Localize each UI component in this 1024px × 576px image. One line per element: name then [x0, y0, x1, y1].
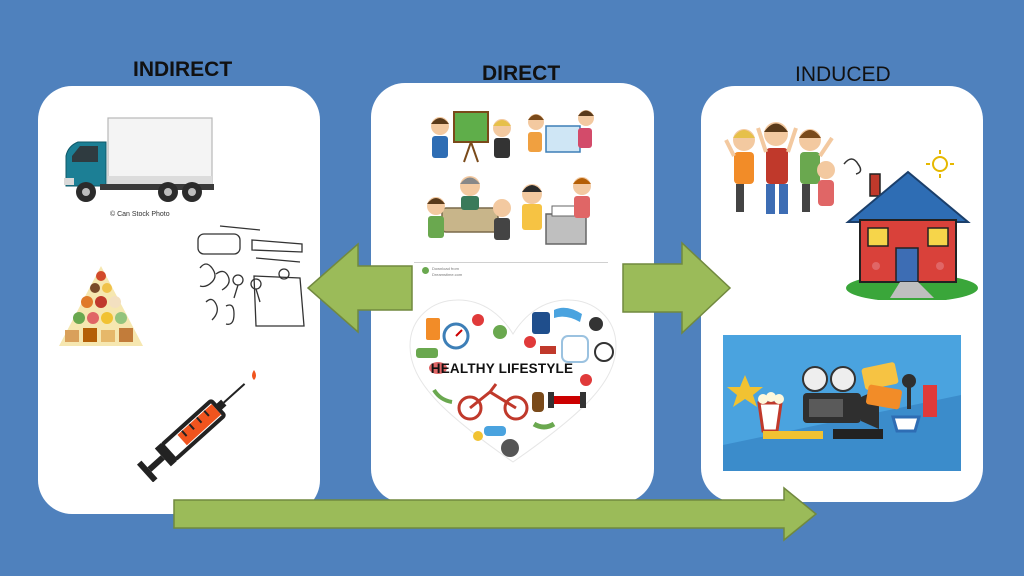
direct-heading: DIRECT: [482, 62, 561, 85]
induced-heading: INDUCED: [795, 63, 891, 86]
watermark-line-2: Dreamstime.com: [432, 272, 463, 277]
entertainment-collage: [723, 335, 961, 471]
food-pyramid-illustration: [59, 266, 143, 346]
indirect-heading: INDIRECT: [133, 58, 233, 81]
business-people-cartoon: [427, 110, 594, 245]
syringe-icon: [136, 370, 256, 482]
house-icon: [843, 150, 978, 300]
stock-watermark-strip: Download from Dreamstime.com: [414, 262, 608, 289]
truck-caption: © Can Stock Photo: [110, 211, 170, 218]
arrow-right-to-induced: [622, 241, 732, 335]
healthy-lifestyle-heart: [409, 299, 617, 463]
arrow-left-to-indirect: [306, 242, 413, 334]
cheering-people-cartoon: [724, 122, 835, 214]
dreamstime-logo-icon: [422, 267, 429, 274]
healthy-lifestyle-label: HEALTHY LIFESTYLE: [430, 361, 574, 376]
office-supplies-sketch: [197, 225, 305, 327]
watermark-line-1: Download from: [432, 266, 459, 271]
delivery-truck-illustration: [64, 117, 214, 202]
bottom-arrow-right: [173, 486, 818, 542]
